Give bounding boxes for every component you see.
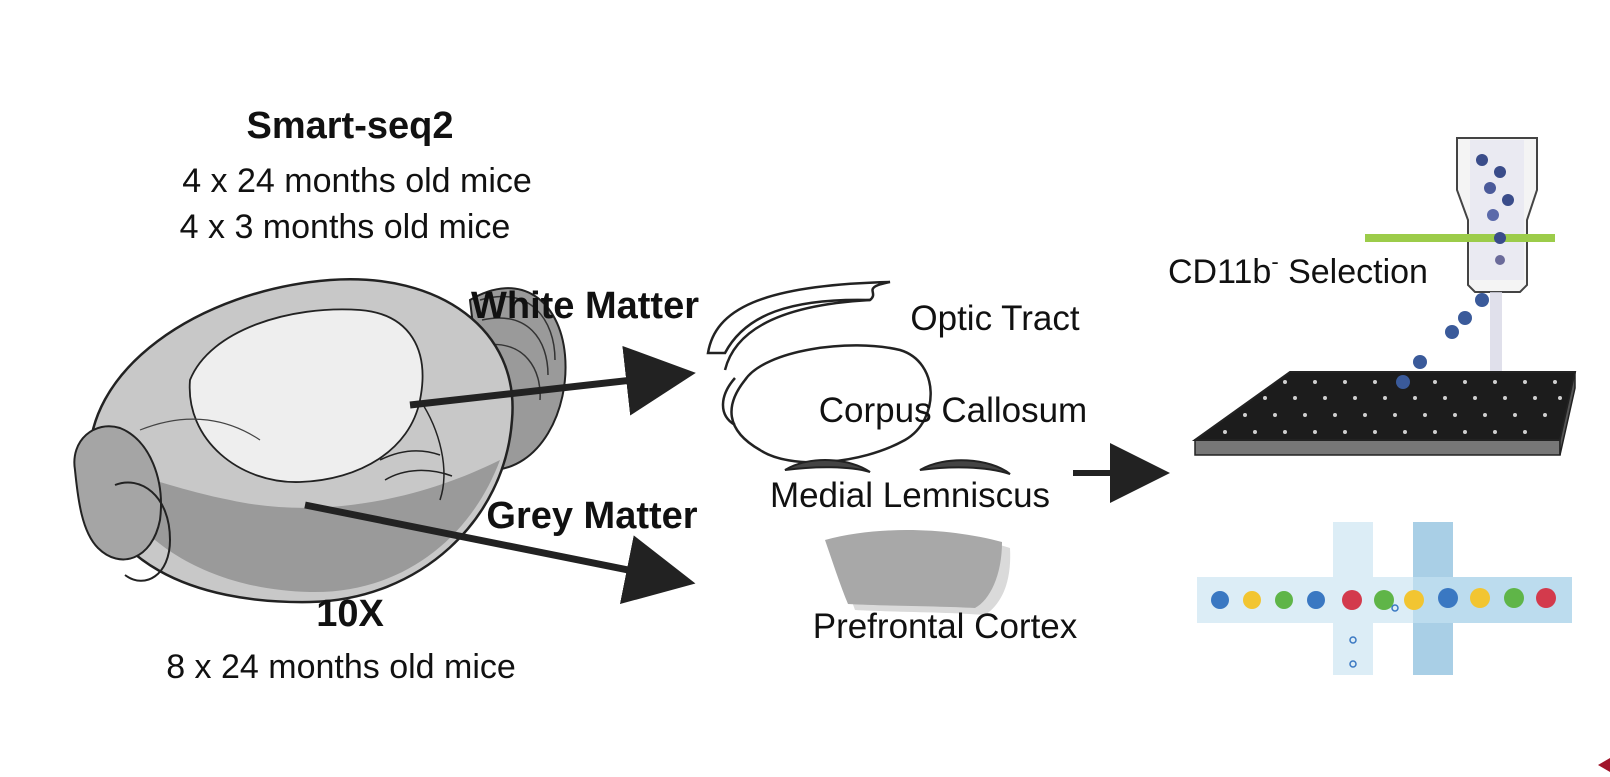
brain-illustration xyxy=(73,278,567,604)
arrow-grey-matter xyxy=(304,501,696,605)
medial-lemniscus-label: Medial Lemniscus xyxy=(770,476,1050,515)
corpus-callosum-label: Corpus Callosum xyxy=(819,391,1087,430)
cd11b-superscript: - xyxy=(1271,249,1278,274)
medial-lemniscus-shape xyxy=(784,459,1011,475)
corpus-callosum-shape xyxy=(721,344,932,464)
well-plate-icon xyxy=(1191,371,1577,456)
prefrontal-cortex-shape xyxy=(825,530,1011,615)
smartseq-line-2: 4 x 3 months old mice xyxy=(180,208,511,246)
microfluidic-droplet-icon xyxy=(1197,522,1572,675)
cd11b-tail: Selection xyxy=(1288,253,1428,291)
optic-tract-shape xyxy=(706,280,891,371)
tenx-line-1: 8 x 24 months old mice xyxy=(166,648,516,686)
cd11b-main: CD11b xyxy=(1168,253,1271,291)
corner-mark xyxy=(1598,758,1610,772)
grey-matter-label: Grey Matter xyxy=(486,495,697,537)
smartseq-title: Smart-seq2 xyxy=(247,105,454,147)
svg-text:CD11b- Selection: CD11b- Selection xyxy=(1168,249,1428,291)
tenx-title: 10X xyxy=(316,593,384,635)
prefrontal-cortex-label: Prefrontal Cortex xyxy=(813,607,1078,646)
smartseq-line-1: 4 x 24 months old mice xyxy=(182,162,532,200)
facs-column-icon xyxy=(1365,137,1555,452)
optic-tract-label: Optic Tract xyxy=(910,299,1079,338)
white-matter-label: White Matter xyxy=(471,285,699,327)
cd11b-selection-label: CD11b- Selection xyxy=(1168,249,1428,291)
arrow-white-matter xyxy=(409,345,696,416)
